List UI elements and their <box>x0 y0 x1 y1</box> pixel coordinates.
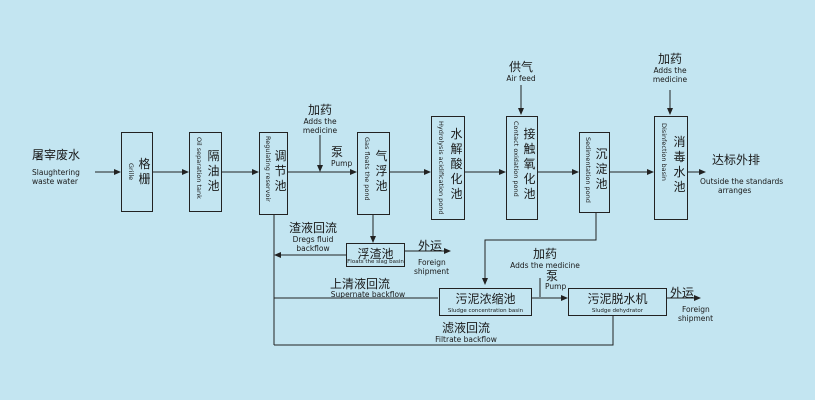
medicine-2-label-en-1: Adds the <box>653 66 687 75</box>
pump-2-label-cn: 泵 <box>546 269 559 283</box>
pump-2-label-en: Pump <box>545 282 567 291</box>
pump-1-label-en: Pump <box>331 159 353 168</box>
disinfection-box: Disinfection basin 消毒水池 <box>654 116 688 220</box>
dregs-backflow-label-en-2: backflow <box>296 244 330 253</box>
supernate-backflow-label-cn: 上清液回流 <box>329 277 391 291</box>
concentration-basin-label-cn: 污泥浓缩池 <box>455 292 516 306</box>
concentration-basin-box: 污泥浓缩池 Sludge concentration basin <box>439 288 532 316</box>
grille-box: Grille 格栅 <box>121 132 153 212</box>
medicine-2-label-en-2: medicine <box>652 75 688 84</box>
line-filtrate-backflow <box>274 316 614 346</box>
grille-label-cn: 格栅 <box>138 157 151 186</box>
medicine-1-label-en-1: Adds the <box>303 117 337 126</box>
slag-basin-label-en: Floats the slag basin <box>347 259 404 265</box>
input-label-en-1: Slaughtering <box>32 168 80 177</box>
sedimentation-label-en: Sedimentation pond <box>584 137 592 203</box>
slag-basin-label-cn: 浮渣池 <box>357 247 394 261</box>
air-feed-label-cn: 供气 <box>508 60 534 74</box>
oil-separation-label-cn: 隔油池 <box>207 149 220 193</box>
slag-basin-box: 浮渣池 Floats the slag basin <box>346 243 405 267</box>
foreign-shipment-2-label-cn: 外运 <box>670 286 695 300</box>
medicine-3-label-en: Adds the medicine <box>510 261 580 270</box>
input-label-en-2: waste water <box>32 177 78 186</box>
disinfection-label-en: Disinfection basin <box>660 123 668 181</box>
foreign-shipment-2-label-en-2: shipment <box>678 314 714 323</box>
contact-oxidation-box: Contact oxidation pond 接触氧化池 <box>506 116 538 220</box>
concentration-basin-label-en: Sludge concentration basin <box>447 308 524 314</box>
foreign-shipment-1-label-en-2: shipment <box>414 267 450 276</box>
foreign-shipment-1-label-cn: 外运 <box>418 239 443 253</box>
medicine-1-label-cn: 加药 <box>307 103 333 117</box>
pump-1-label-cn: 泵 <box>331 145 344 159</box>
medicine-3-label-cn: 加药 <box>532 247 558 261</box>
grille-label-en: Grille <box>127 163 135 181</box>
disinfection-label-cn: 消毒水池 <box>673 135 686 194</box>
medicine-1-label-en-2: medicine <box>302 126 338 135</box>
foreign-shipment-1-label-en-1: Foreign <box>418 258 446 267</box>
sedimentation-box: Sedimentation pond 沉淀池 <box>579 132 610 213</box>
filtrate-backflow-label-cn: 滤液回流 <box>441 321 491 335</box>
dehydrator-label-cn: 污泥脱水机 <box>587 292 648 306</box>
regulating-label-cn: 调节池 <box>274 149 287 193</box>
dehydrator-box: 污泥脱水机 Sludge dehydrator <box>568 288 667 316</box>
filtrate-backflow-label-en: Filtrate backflow <box>435 335 497 344</box>
flotation-label-cn: 气浮池 <box>375 149 388 193</box>
regulating-label-en: Regulating reservoir <box>264 136 272 202</box>
contact-oxidation-label-en: Contact oxidation pond <box>512 121 520 197</box>
supernate-backflow-label-en: Supernate backflow <box>330 290 406 299</box>
discharge-label-en-1: Outside the standards <box>700 177 784 186</box>
air-feed-label-en: Air feed <box>506 74 536 83</box>
dregs-backflow-label-cn: 渣液回流 <box>288 221 338 235</box>
contact-oxidation-label-cn: 接触氧化池 <box>523 127 536 201</box>
discharge-label-cn: 达标外排 <box>712 153 761 167</box>
flotation-box: Gas floats the pond 气浮池 <box>357 132 390 215</box>
dregs-backflow-label-en-1: Dregs fluid <box>292 235 334 244</box>
sedimentation-label-cn: 沉淀池 <box>595 147 608 191</box>
medicine-2-label-cn: 加药 <box>657 52 683 66</box>
regulating-box: Regulating reservoir 调节池 <box>259 132 288 215</box>
arrow-sedimentation-concentration <box>482 213 597 285</box>
oil-separation-box: Oil separation tank 隔油池 <box>189 132 222 212</box>
foreign-shipment-2-label-en-1: Foreign <box>682 305 710 314</box>
hydrolysis-label-cn: 水解酸化池 <box>450 127 463 201</box>
hydrolysis-label-en: Hydrolysis acidification pond <box>437 121 445 215</box>
dehydrator-label-en: Sludge dehydrator <box>591 308 644 314</box>
input-label-cn: 屠宰废水 <box>32 148 81 162</box>
oil-separation-label-en: Oil separation tank <box>195 137 203 199</box>
discharge-label-en-2: arranges <box>718 186 752 195</box>
flotation-label-en: Gas floats the pond <box>363 137 371 201</box>
hydrolysis-box: Hydrolysis acidification pond 水解酸化池 <box>431 116 465 220</box>
